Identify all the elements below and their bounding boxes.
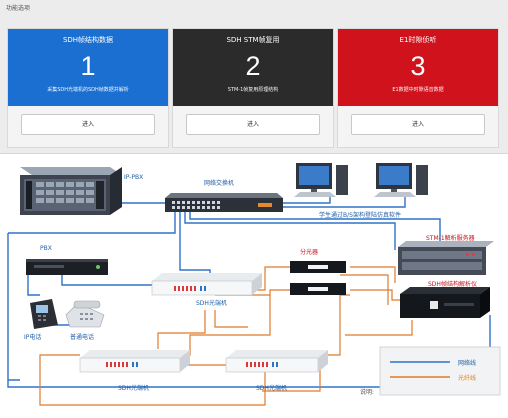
student-client-label: 学生通过B/S架构登陆仿真软件 — [319, 212, 401, 219]
sdh-terminal-1-label: SDH光端机 — [196, 300, 227, 307]
optical-splitter-icon — [290, 283, 346, 295]
sdh-terminal-2-icon — [79, 350, 190, 373]
function-options-panel: 功能选项 SDH帧结构数据 1 采集SDH光端机的SDH帧数据并解析 进入 SD… — [0, 0, 508, 154]
card-e1-timeslot: E1时隙侦听 3 E1数据中时隙语音数据 进入 — [337, 28, 499, 148]
stm1-server-label: STM-1解析服务器 — [426, 235, 475, 242]
card-description: STM-1帧复用原理结构 — [227, 87, 279, 93]
card-header: SDH帧结构数据 1 采集SDH光端机的SDH帧数据并解析 — [8, 29, 168, 106]
card-sdh-frame: SDH帧结构数据 1 采集SDH光端机的SDH帧数据并解析 进入 — [7, 28, 169, 148]
ip-phone-icon — [30, 299, 58, 329]
fiber-cables — [39, 266, 413, 406]
pbx-label: PBX — [40, 245, 52, 252]
enter-button-stm-multiplex[interactable]: 进入 — [186, 114, 320, 135]
pbx-device-icon — [26, 259, 108, 275]
card-number: 1 — [80, 51, 96, 81]
sdh-terminal-3-icon — [225, 350, 328, 373]
ip-pbx-server-icon — [20, 167, 122, 215]
normal-phone-label: 普通电话 — [70, 334, 95, 341]
student-pc-icon — [294, 163, 348, 197]
sdh-analyzer-icon — [400, 287, 490, 318]
card-header: SDH STM帧复用 2 STM-1帧复用原理结构 — [173, 29, 333, 106]
card-title: E1时隙侦听 — [399, 36, 437, 44]
card-description: 采集SDH光端机的SDH帧数据并解析 — [47, 87, 129, 93]
card-title: SDH STM帧复用 — [226, 36, 280, 44]
card-header: E1时隙侦听 3 E1数据中时隙语音数据 — [338, 29, 498, 106]
panel-title: 功能选项 — [6, 5, 31, 12]
card-stm-multiplex: SDH STM帧复用 2 STM-1帧复用原理结构 进入 — [172, 28, 334, 148]
legend-title: 说明: — [360, 389, 375, 396]
diagram-graphics — [7, 163, 501, 406]
network-topology-diagram: IP-PBX 网络交换机 学生通过B/S架构登陆仿真软件 STM-1解析服务器 … — [0, 155, 508, 418]
optical-splitter-icon — [290, 261, 346, 273]
card-title: SDH帧结构数据 — [62, 36, 114, 44]
enter-button-sdh-frame[interactable]: 进入 — [21, 114, 155, 135]
legend-box — [379, 346, 501, 396]
legend-fiber-label: 光纤线 — [458, 375, 477, 382]
sdh-terminal-2-label: SDH光端机 — [118, 385, 149, 392]
card-description: E1数据中时隙语音数据 — [392, 87, 444, 93]
student-pc-icon — [374, 163, 428, 197]
sdh-analyzer-label: SDH帧结构解析仪 — [428, 281, 477, 288]
ip-pbx-label: IP-PBX — [124, 174, 144, 181]
legend-network-label: 网络线 — [458, 360, 477, 367]
switch-label: 网络交换机 — [204, 180, 235, 187]
network-switch-icon — [165, 193, 283, 212]
analog-phone-icon — [65, 300, 105, 328]
sdh-terminal-1-icon — [151, 273, 262, 296]
ip-phone-label: IP电话 — [24, 334, 42, 341]
enter-button-e1-timeslot[interactable]: 进入 — [351, 114, 485, 135]
splitter-label: 分光器 — [300, 249, 319, 256]
card-number: 2 — [245, 51, 261, 81]
card-number: 3 — [410, 51, 426, 81]
sdh-terminal-3-label: SDH光端机 — [256, 385, 287, 392]
stm1-server-icon — [398, 241, 494, 275]
